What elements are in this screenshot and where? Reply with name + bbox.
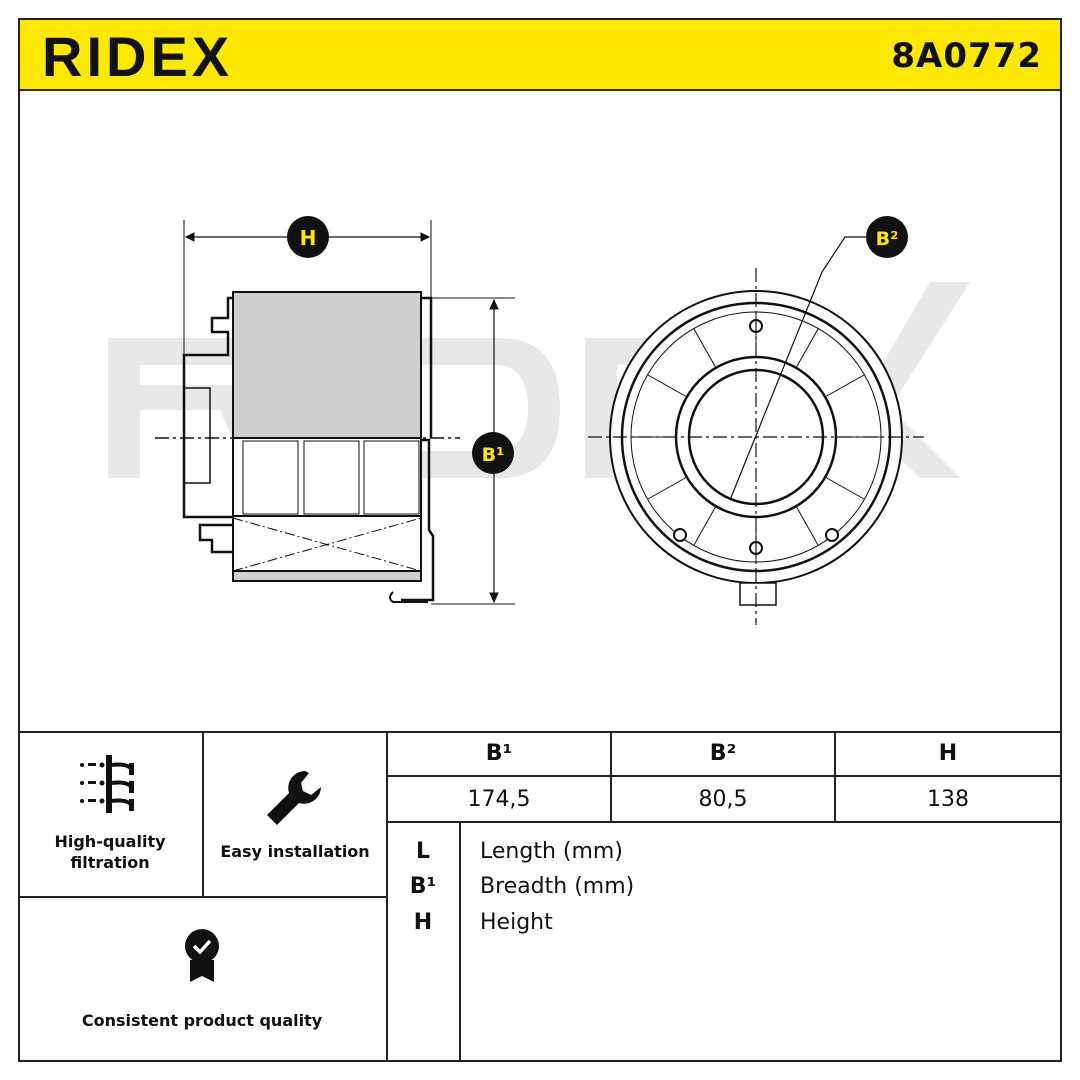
legend-text: Length (mm) — [480, 839, 623, 864]
side-view — [155, 220, 515, 605]
label-b1: B¹ — [482, 444, 505, 466]
feature-quality: Consistent product quality — [18, 898, 388, 1062]
feature-label: High-quality filtration — [54, 832, 166, 872]
wrench-icon — [267, 770, 321, 825]
header-bar: RIDEX 8A0772 — [18, 18, 1062, 91]
legend-key: B¹ — [409, 874, 437, 899]
divider — [18, 731, 1062, 733]
quality-badge-icon — [185, 928, 219, 982]
part-number: 8A0772 — [891, 36, 1042, 76]
legend-text: Height — [480, 910, 553, 935]
label-b2: B² — [876, 228, 899, 250]
dim-header-h: H — [836, 732, 1062, 777]
svg-text:RIDEX: RIDEX — [42, 26, 233, 84]
filtration-icon — [80, 755, 134, 813]
dim-value-h: 138 — [836, 777, 1062, 823]
feature-label: Easy installation — [220, 841, 370, 861]
dim-header-b2: B² — [612, 732, 836, 777]
label-h: H — [300, 226, 317, 250]
ridex-logo: RIDEX — [42, 26, 233, 84]
dimension-badges: H B¹ B² — [287, 216, 908, 474]
feature-installation: Easy installation — [204, 732, 388, 898]
front-view — [588, 236, 924, 625]
technical-drawing: H B¹ B² — [20, 91, 1060, 732]
dim-value-b1: 174,5 — [388, 777, 612, 823]
feature-label: Consistent product quality — [81, 1010, 323, 1030]
dim-value-b2: 80,5 — [612, 777, 836, 823]
legend-text: Breadth (mm) — [480, 874, 635, 899]
legend-key: H — [413, 910, 433, 935]
legend-divider — [459, 823, 461, 1062]
feature-filtration: High-quality filtration — [18, 732, 204, 898]
legend-key: L — [415, 839, 431, 864]
dim-header-b1: B¹ — [388, 732, 612, 777]
